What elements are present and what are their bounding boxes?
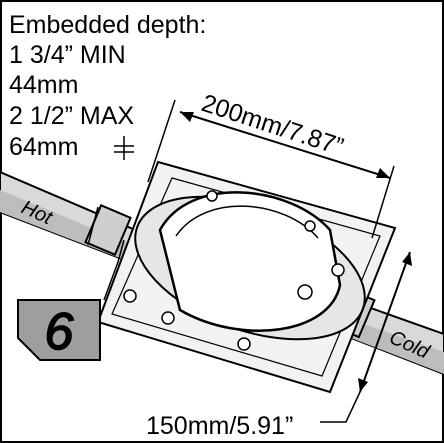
depth-tick (114, 136, 134, 160)
depth-max-metric: 64mm (9, 133, 78, 161)
depth-min-imperial: 1 3/4” MIN (9, 41, 126, 69)
depth-max-imperial: 2 1/2” MAX (9, 102, 134, 130)
callout-badge-icon: 6 (17, 239, 125, 362)
width-label: 150mm/5.91” (146, 412, 293, 440)
width-dimension (320, 251, 412, 423)
length-dimension (147, 99, 395, 239)
depth-title: Embedded depth: (9, 11, 206, 39)
callout-number: 6 (45, 303, 74, 361)
depth-min-metric: 44mm (9, 71, 78, 99)
valve-body-icon (123, 190, 366, 351)
hot-pipe-icon (0, 170, 142, 264)
